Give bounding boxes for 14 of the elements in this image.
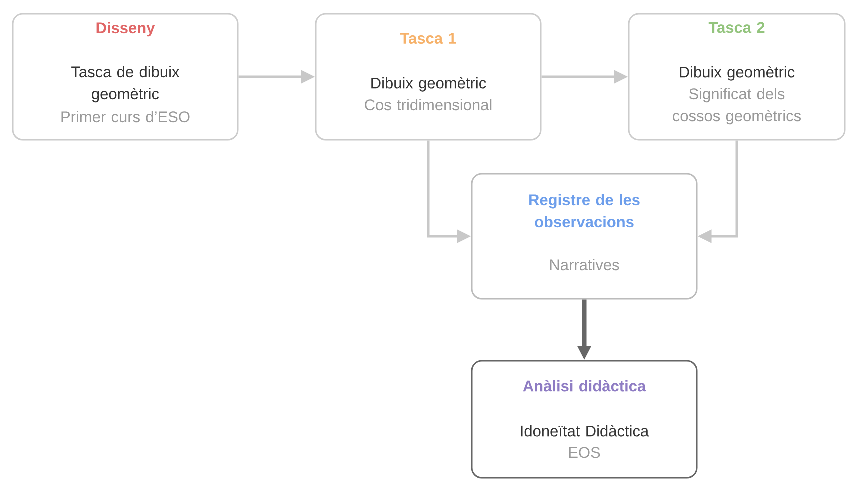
- node-subtext: EOS: [569, 447, 600, 458]
- node-subtext: Significat dels cossos geomètrics: [673, 88, 802, 125]
- node-subtext: Cos tridimensional: [365, 99, 492, 111]
- node-text: Dibuix geomètric: [372, 77, 486, 92]
- node-heading: Registre de les observacions: [530, 194, 640, 228]
- node-text: Dibuix geomètric: [680, 66, 795, 81]
- node-text: Tasca de dibuix geomètric: [72, 66, 180, 103]
- node-heading: Tasca 1: [400, 33, 456, 44]
- node-text: Idoneïtat Didàctica: [521, 425, 650, 437]
- node-subtext: Narratives: [550, 259, 620, 271]
- node-heading: Tasca 2: [708, 22, 765, 34]
- node-subtext: Primer curs d’ESO: [62, 111, 190, 123]
- node-heading: Anàlisi didàctica: [523, 380, 646, 392]
- node-heading: Disseny: [96, 22, 156, 37]
